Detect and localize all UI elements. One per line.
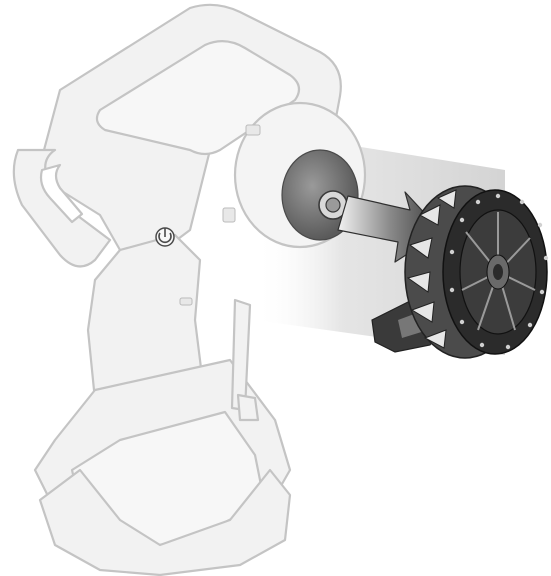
power-icon	[155, 227, 175, 247]
aux-switch	[179, 297, 193, 306]
wheel-icon	[371, 185, 549, 359]
transmitter-body	[12, 3, 342, 576]
